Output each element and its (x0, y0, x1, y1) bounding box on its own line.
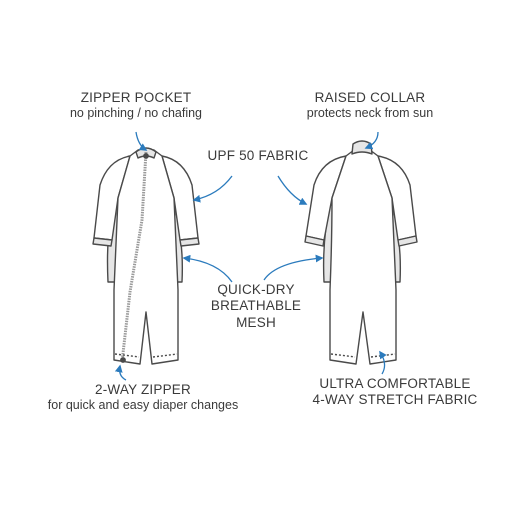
stretch-line-1: ULTRA COMFORTABLE (319, 376, 471, 391)
arrow-stretch (379, 350, 387, 375)
upf-callout: UPF 50 FABRIC (198, 148, 318, 164)
raised-collar-callout: RAISED COLLAR protects neck from sun (270, 90, 470, 122)
arrow-mesh-back (263, 254, 324, 281)
zipper-pocket-callout: ZIPPER POCKET no pinching / no chafing (36, 90, 236, 122)
mesh-callout: QUICK-DRY BREATHABLE MESH (186, 282, 326, 331)
back-left-cuff (304, 235, 325, 247)
mesh-line-3: MESH (236, 314, 276, 330)
back-suit (304, 140, 418, 365)
arrow-mesh-front (182, 254, 233, 283)
front-left-cuff (92, 237, 113, 247)
raised-collar-subtitle: protects neck from sun (306, 106, 434, 121)
front-suit (92, 147, 200, 365)
front-zipper (120, 151, 148, 363)
arrow-two-way-zipper (114, 364, 127, 381)
arrow-upf-front (192, 175, 233, 203)
mesh-line-2: BREATHABLE (210, 298, 302, 314)
arrow-zipper-pocket (135, 131, 148, 151)
two-way-zipper-subtitle: for quick and easy diaper changes (47, 398, 239, 413)
zipper-pocket-title: ZIPPER POCKET (80, 90, 192, 105)
back-right-cuff (397, 235, 418, 247)
callout-arrows (114, 131, 387, 381)
two-way-zipper-callout: 2-WAY ZIPPER for quick and easy diaper c… (18, 382, 268, 414)
zipper-pull-top (143, 153, 149, 159)
zipper-pull-bottom (120, 357, 126, 363)
stretch-callout: ULTRA COMFORTABLE 4-WAY STRETCH FABRIC (300, 376, 490, 409)
arrow-upf-back (277, 175, 308, 205)
two-way-zipper-title: 2-WAY ZIPPER (95, 382, 191, 397)
zipper-pocket-subtitle: no pinching / no chafing (69, 106, 203, 121)
raised-collar-title: RAISED COLLAR (314, 90, 426, 105)
upf-title: UPF 50 FABRIC (207, 148, 309, 163)
front-body (113, 149, 179, 365)
back-body (329, 149, 397, 365)
stretch-line-2: 4-WAY STRETCH FABRIC (312, 392, 478, 408)
mesh-line-1: QUICK-DRY (217, 282, 295, 297)
front-right-cuff (179, 237, 200, 247)
arrow-raised-collar (364, 131, 379, 150)
back-collar (351, 140, 373, 155)
